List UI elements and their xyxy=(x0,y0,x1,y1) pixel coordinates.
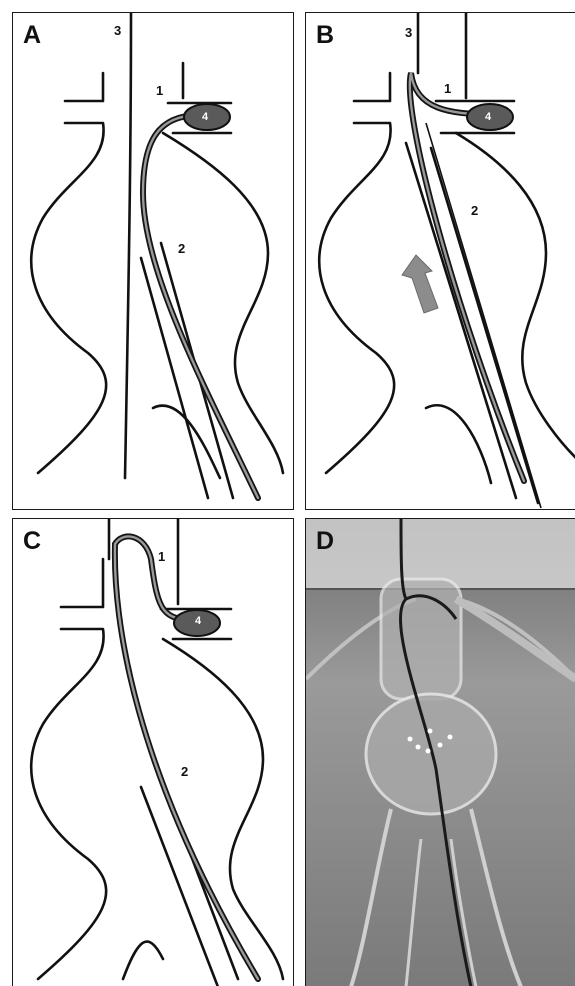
arrow xyxy=(402,255,438,313)
label-1: 1 xyxy=(156,83,163,98)
panel-label: C xyxy=(23,527,41,556)
catheter xyxy=(115,536,258,979)
sheath-line xyxy=(431,148,538,503)
panel-a: A 3 1 2 4 xyxy=(12,12,294,510)
panel-label: D xyxy=(316,527,334,556)
phantom-photo xyxy=(306,519,575,986)
label-4: 4 xyxy=(202,111,208,123)
label-3: 3 xyxy=(114,23,121,38)
panel-a-drawing xyxy=(13,13,294,510)
panel-d-photo: D xyxy=(305,518,575,986)
panel-b: B 3 1 2 4 xyxy=(305,12,575,510)
guidewire xyxy=(426,123,541,508)
panel-c-drawing xyxy=(13,519,294,986)
panel-c: C 1 2 4 xyxy=(12,518,294,986)
label-1: 1 xyxy=(444,81,451,96)
label-2: 2 xyxy=(181,764,188,779)
label-4: 4 xyxy=(195,615,201,627)
label-2: 2 xyxy=(471,203,478,218)
panel-label: A xyxy=(23,21,41,50)
panel-b-drawing xyxy=(306,13,575,510)
label-4: 4 xyxy=(485,111,491,123)
label-1: 1 xyxy=(158,549,165,564)
label-2: 2 xyxy=(178,241,185,256)
sheath-line xyxy=(406,143,516,498)
panel-label: B xyxy=(316,21,334,50)
label-3: 3 xyxy=(405,25,412,40)
catheter-core xyxy=(115,536,258,979)
